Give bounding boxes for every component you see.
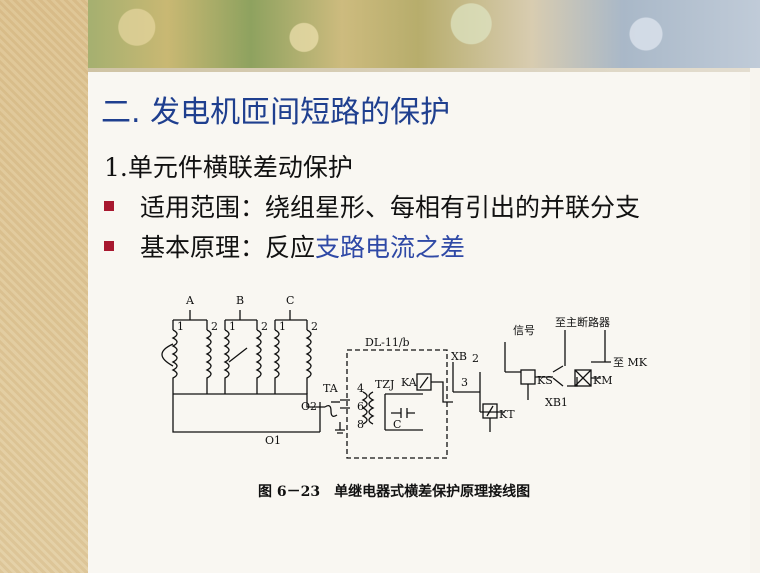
signal-label: 信号 [513,324,535,337]
winding-number: 1 [177,320,184,333]
km-label: KM [593,374,612,387]
bullet-highlight-text: 支路电流之差 [315,233,466,262]
ta-label: TA [323,382,339,395]
winding-number: 1 [229,320,236,333]
xb1-label: XB1 [545,396,568,409]
ks-label: KS [537,374,553,387]
mk-label: 至 MK [613,356,648,369]
slide-content-area [88,72,750,573]
banner-edge [88,68,750,72]
square-bullet-icon [104,241,114,251]
kt-label: KT [499,408,515,421]
o2-label: O2 [301,400,317,413]
phase-label-b: B [236,294,244,307]
winding-number: 1 [279,320,286,333]
bullet-text: 适用范围：绕组星形、每相有引出的并联分支 [140,193,641,222]
terminal-3-label: 3 [461,376,468,389]
terminal-4-label: 4 [357,382,364,395]
winding-number: 2 [311,320,318,333]
terminal-8-label: 8 [357,418,364,431]
slide-subheading: 1.单元件横联差动保护 [104,153,353,182]
decorative-left-strip [0,0,88,573]
bullet-text: 基本原理：反应 [140,233,316,262]
figure-caption: 图 6－23 单继电器式横差保护原理接线图 [258,484,531,500]
slide-title: 二. 发电机匝间短路的保护 [101,95,451,130]
phase-label-a: A [185,294,195,307]
bullet-item-scope: 适用范围：绕组星形、每相有引出的并联分支 [104,188,640,224]
xb-label: XB [451,350,467,363]
bullet-item-principle: 基本原理：反应支路电流之差 [104,228,465,264]
breaker-label: 至主断路器 [555,315,610,329]
relay-label: DL-11/b [365,336,410,349]
winding-number: 2 [211,320,218,333]
phase-label-c: C [286,294,294,307]
decorative-banner [0,0,760,68]
terminal-2-label: 2 [472,352,479,365]
tzj-label: TZJ [375,378,394,391]
wiring-diagram: A B C 1 2 1 2 1 2 DL-11/b TA TZJ KA O2 O… [161,294,648,459]
o1-label: O1 [265,434,281,447]
ka-label: KA [401,376,418,389]
terminal-6-label: 6 [357,400,364,413]
winding-number: 2 [261,320,268,333]
c-label: C [393,418,401,431]
square-bullet-icon [104,201,114,211]
